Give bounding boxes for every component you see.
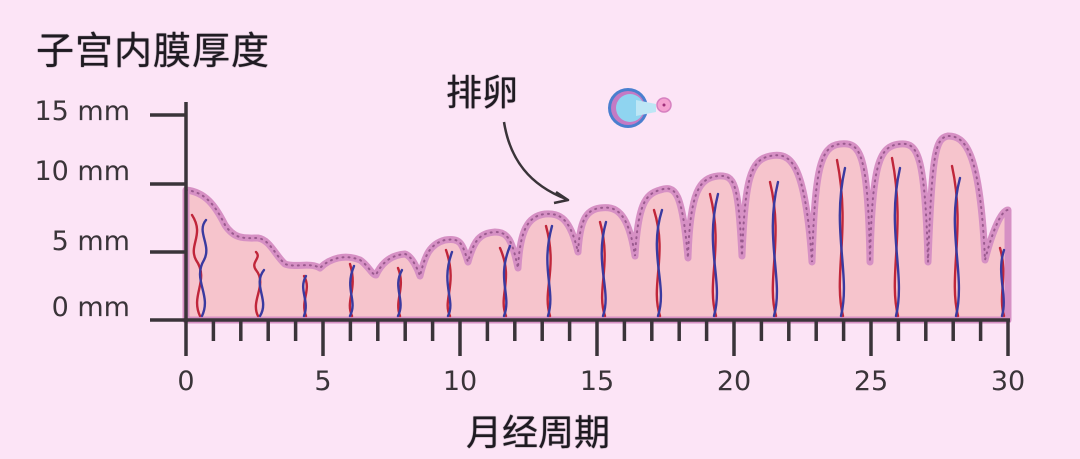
epithelium-cells [185, 134, 1009, 280]
y-tick-label-15: 15 mm [34, 96, 130, 127]
x-tick-label-25: 25 [853, 366, 889, 397]
x-tick-label-0: 0 [177, 366, 195, 397]
spiral-vessels [190, 156, 1006, 318]
ovum-follicle-icon [608, 88, 672, 128]
endometrium-tissue [182, 132, 1012, 324]
ovulation-label: 排卵 [446, 73, 519, 114]
y-tick-label-0: 0 mm [51, 292, 130, 323]
x-tick-label-15: 15 [579, 366, 615, 397]
x-tick-label-10: 10 [442, 366, 478, 397]
x-axis [184, 318, 1010, 356]
y-tick-label-5: 5 mm [51, 226, 130, 257]
x-tick-label-30: 30 [990, 366, 1026, 397]
x-tick-label-5: 5 [314, 366, 332, 397]
vessel-group [190, 213, 208, 318]
ovulation-arrow-icon [502, 121, 570, 205]
x-tick-label-20: 20 [716, 366, 752, 397]
y-tick-label-10: 10 mm [34, 156, 130, 187]
x-axis-label: 月经周期 [466, 413, 611, 454]
y-axis [150, 102, 188, 322]
chart-title: 子宫内膜厚度 [36, 29, 271, 73]
